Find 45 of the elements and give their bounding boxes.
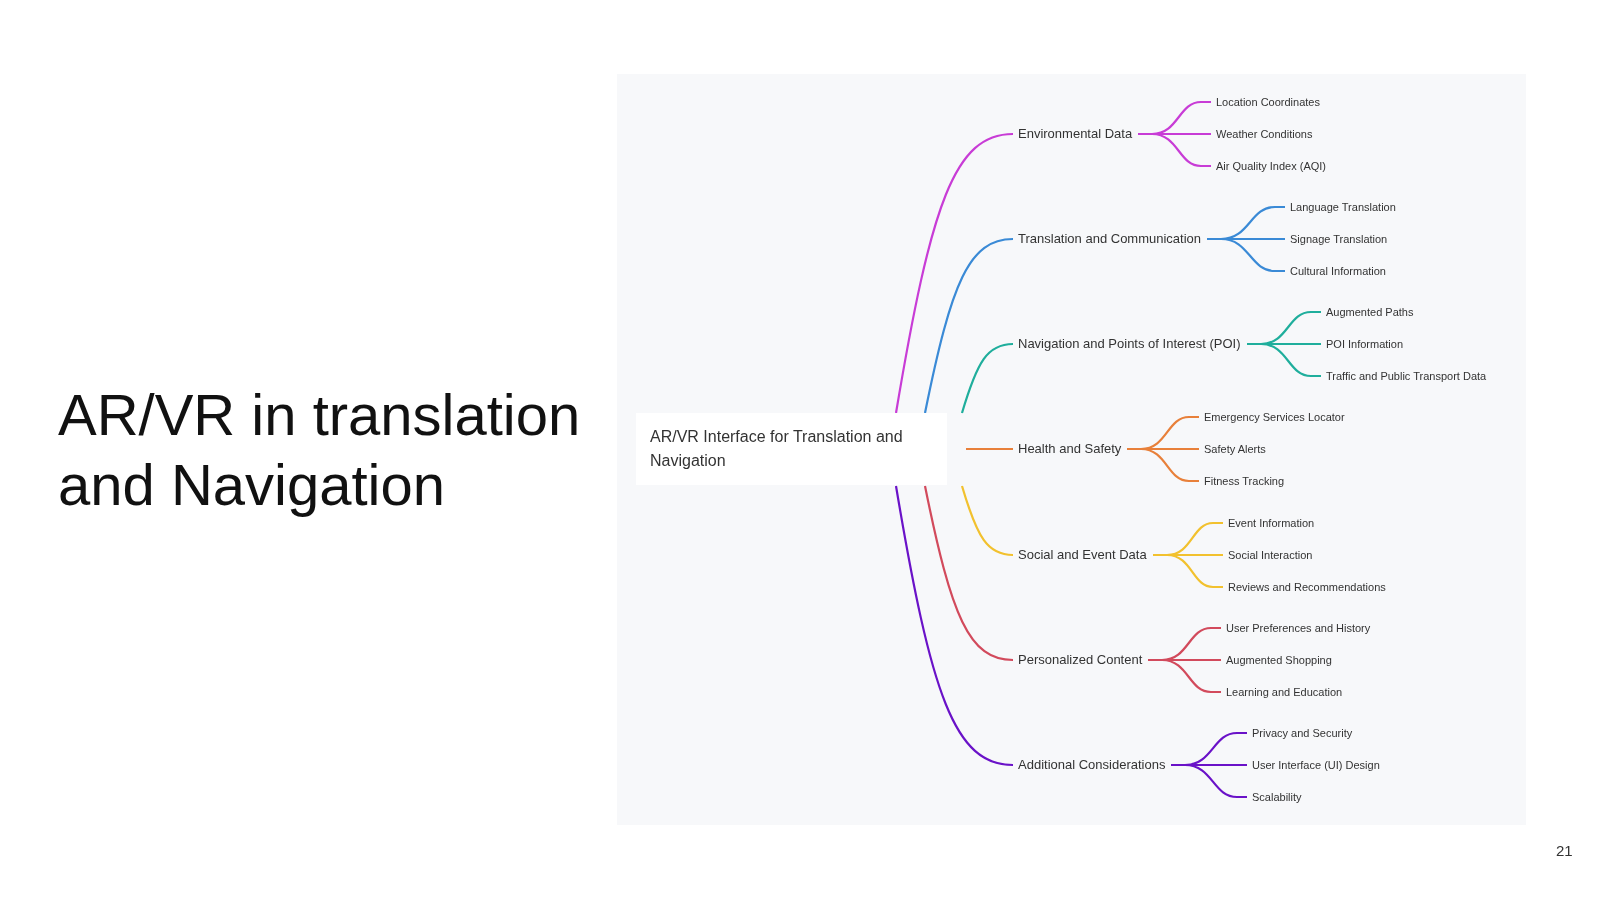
leaf-topic: Air Quality Index (AQI)	[1216, 159, 1327, 173]
branch-connector	[1148, 658, 1221, 694]
branch-connector	[1247, 342, 1321, 378]
leaf-topic: Augmented Paths	[1326, 305, 1414, 319]
page-number: 21	[1556, 842, 1573, 859]
leaf-topic: Location Coordinates	[1216, 95, 1320, 109]
leaf-topic: POI Information	[1326, 337, 1404, 351]
branch-topic: Environmental Data	[1018, 126, 1133, 142]
branch-topic: Additional Considerations	[1018, 757, 1166, 773]
leaf-topic: User Interface (UI) Design	[1252, 758, 1380, 772]
slide-title: AR/VR in translation and Navigation	[58, 381, 582, 519]
leaf-topic: Privacy and Security	[1252, 726, 1353, 740]
leaf-topic: Learning and Education	[1226, 685, 1343, 699]
branch-topic: Navigation and Points of Interest (POI)	[1018, 336, 1241, 352]
branch-connector	[960, 342, 1014, 414]
branch-connector	[966, 447, 1013, 451]
branch-topic: Personalized Content	[1018, 652, 1143, 668]
leaf-topic: Language Translation	[1290, 200, 1396, 214]
leaf-topic: Signage Translation	[1290, 232, 1388, 246]
leaf-topic: Augmented Shopping	[1226, 653, 1332, 667]
branch-connector	[894, 485, 1014, 767]
leaf-topic: Reviews and Recommendations	[1228, 580, 1386, 594]
leaf-topic: Emergency Services Locator	[1204, 410, 1345, 424]
branch-connector	[1171, 763, 1247, 799]
branch-connector	[1153, 553, 1223, 589]
leaf-topic: Cultural Information	[1290, 264, 1386, 278]
leaf-topic: Safety Alerts	[1204, 442, 1266, 456]
central-topic-box: AR/VR Interface for Translation and Navigation	[636, 413, 947, 485]
branch-connector	[923, 485, 1014, 662]
branch-topic: Health and Safety	[1018, 441, 1122, 457]
leaf-topic: Traffic and Public Transport Data	[1326, 369, 1487, 383]
leaf-topic: Scalability	[1252, 790, 1302, 804]
branch-topic: Social and Event Data	[1018, 547, 1147, 563]
leaf-topic: Fitness Tracking	[1204, 474, 1285, 488]
branch-connector	[894, 132, 1014, 414]
leaf-topic: Event Information	[1228, 516, 1315, 530]
branch-connector	[1138, 132, 1211, 168]
branch-connector	[960, 485, 1014, 557]
branch-connector	[1207, 237, 1285, 273]
leaf-topic: Weather Conditions	[1216, 127, 1313, 141]
leaf-topic: Social Interaction	[1228, 548, 1313, 562]
branch-topic: Translation and Communication	[1018, 231, 1202, 247]
branch-connector	[1127, 447, 1199, 483]
branch-connector	[923, 237, 1014, 414]
leaf-topic: User Preferences and History	[1226, 621, 1371, 635]
